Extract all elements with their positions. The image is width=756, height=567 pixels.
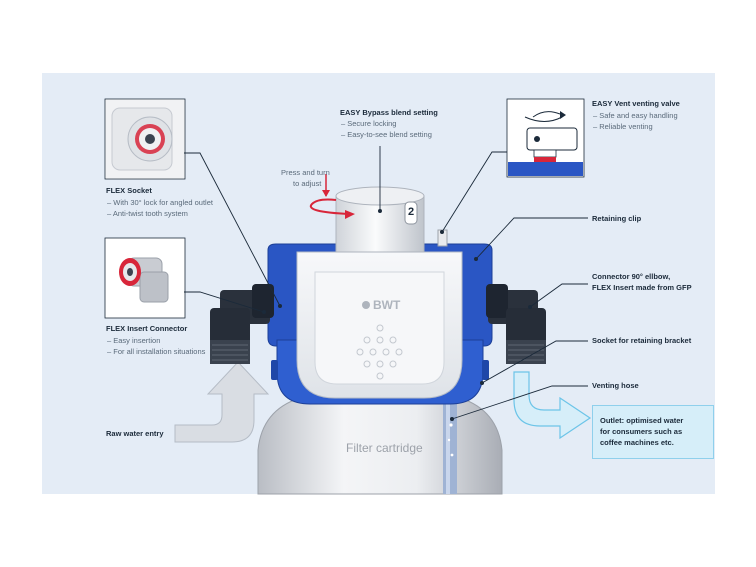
vent-valve-pin bbox=[437, 229, 448, 247]
press-turn-line2: to adjust bbox=[293, 179, 322, 188]
retaining-clip-label: Retaining clip bbox=[592, 214, 642, 223]
flex-socket-item-1: – With 30° lock for angled outlet bbox=[107, 198, 213, 207]
vent-title: EASY Vent venting valve bbox=[592, 99, 680, 108]
right-connector bbox=[486, 284, 546, 364]
easy-vent-inset bbox=[506, 98, 585, 178]
outlet-arrow bbox=[513, 371, 592, 440]
flex-socket-title: FLEX Socket bbox=[106, 186, 152, 195]
flex-insert-inset bbox=[104, 237, 186, 319]
outlet-line3: coffee machines etc. bbox=[600, 438, 674, 447]
filter-cartridge-label: Filter cartridge bbox=[346, 441, 423, 455]
bypass-item-2: – Easy-to-see blend setting bbox=[341, 130, 432, 139]
flex-insert-item-2: – For all installation situations bbox=[107, 347, 206, 356]
flex-socket-inset bbox=[104, 98, 186, 180]
left-connector bbox=[210, 284, 274, 364]
bwt-logo-mark bbox=[362, 301, 370, 309]
vent-item-2: – Reliable venting bbox=[593, 122, 653, 131]
flex-insert-title: FLEX Insert Connector bbox=[106, 324, 188, 333]
connector-elbow-line2: FLEX Insert made from GFP bbox=[592, 283, 692, 292]
bwt-logo-text: BWT bbox=[373, 298, 401, 312]
leader-lines bbox=[184, 146, 588, 420]
venting-hose-tube bbox=[443, 395, 457, 494]
bypass-knob-number: 2 bbox=[408, 206, 415, 218]
connector-elbow-line1: Connector 90° ellbow, bbox=[592, 272, 671, 281]
raw-water-arrow bbox=[174, 361, 270, 443]
outlet-line2: for consumers such as bbox=[600, 427, 683, 436]
vent-item-1: – Safe and easy handling bbox=[593, 111, 678, 120]
flex-socket-item-2: – Anti-twist tooth system bbox=[107, 209, 188, 218]
rotate-arrow bbox=[309, 174, 355, 219]
leader-dots bbox=[262, 209, 532, 421]
press-turn-line1: Press and turn bbox=[281, 168, 330, 177]
bypass-title: EASY Bypass blend setting bbox=[340, 108, 438, 117]
outlet-line1: Outlet: optimised water bbox=[600, 416, 684, 425]
flex-insert-item-1: – Easy insertion bbox=[107, 336, 161, 345]
bypass-item-1: – Secure locking bbox=[341, 119, 397, 128]
socket-bracket-label: Socket for retaining bracket bbox=[592, 336, 692, 345]
venting-hose-label: Venting hose bbox=[592, 381, 639, 390]
filter-head-white bbox=[296, 251, 463, 399]
raw-water-label: Raw water entry bbox=[106, 429, 164, 438]
dot-pattern bbox=[356, 324, 403, 380]
outlet-callout bbox=[592, 405, 714, 459]
